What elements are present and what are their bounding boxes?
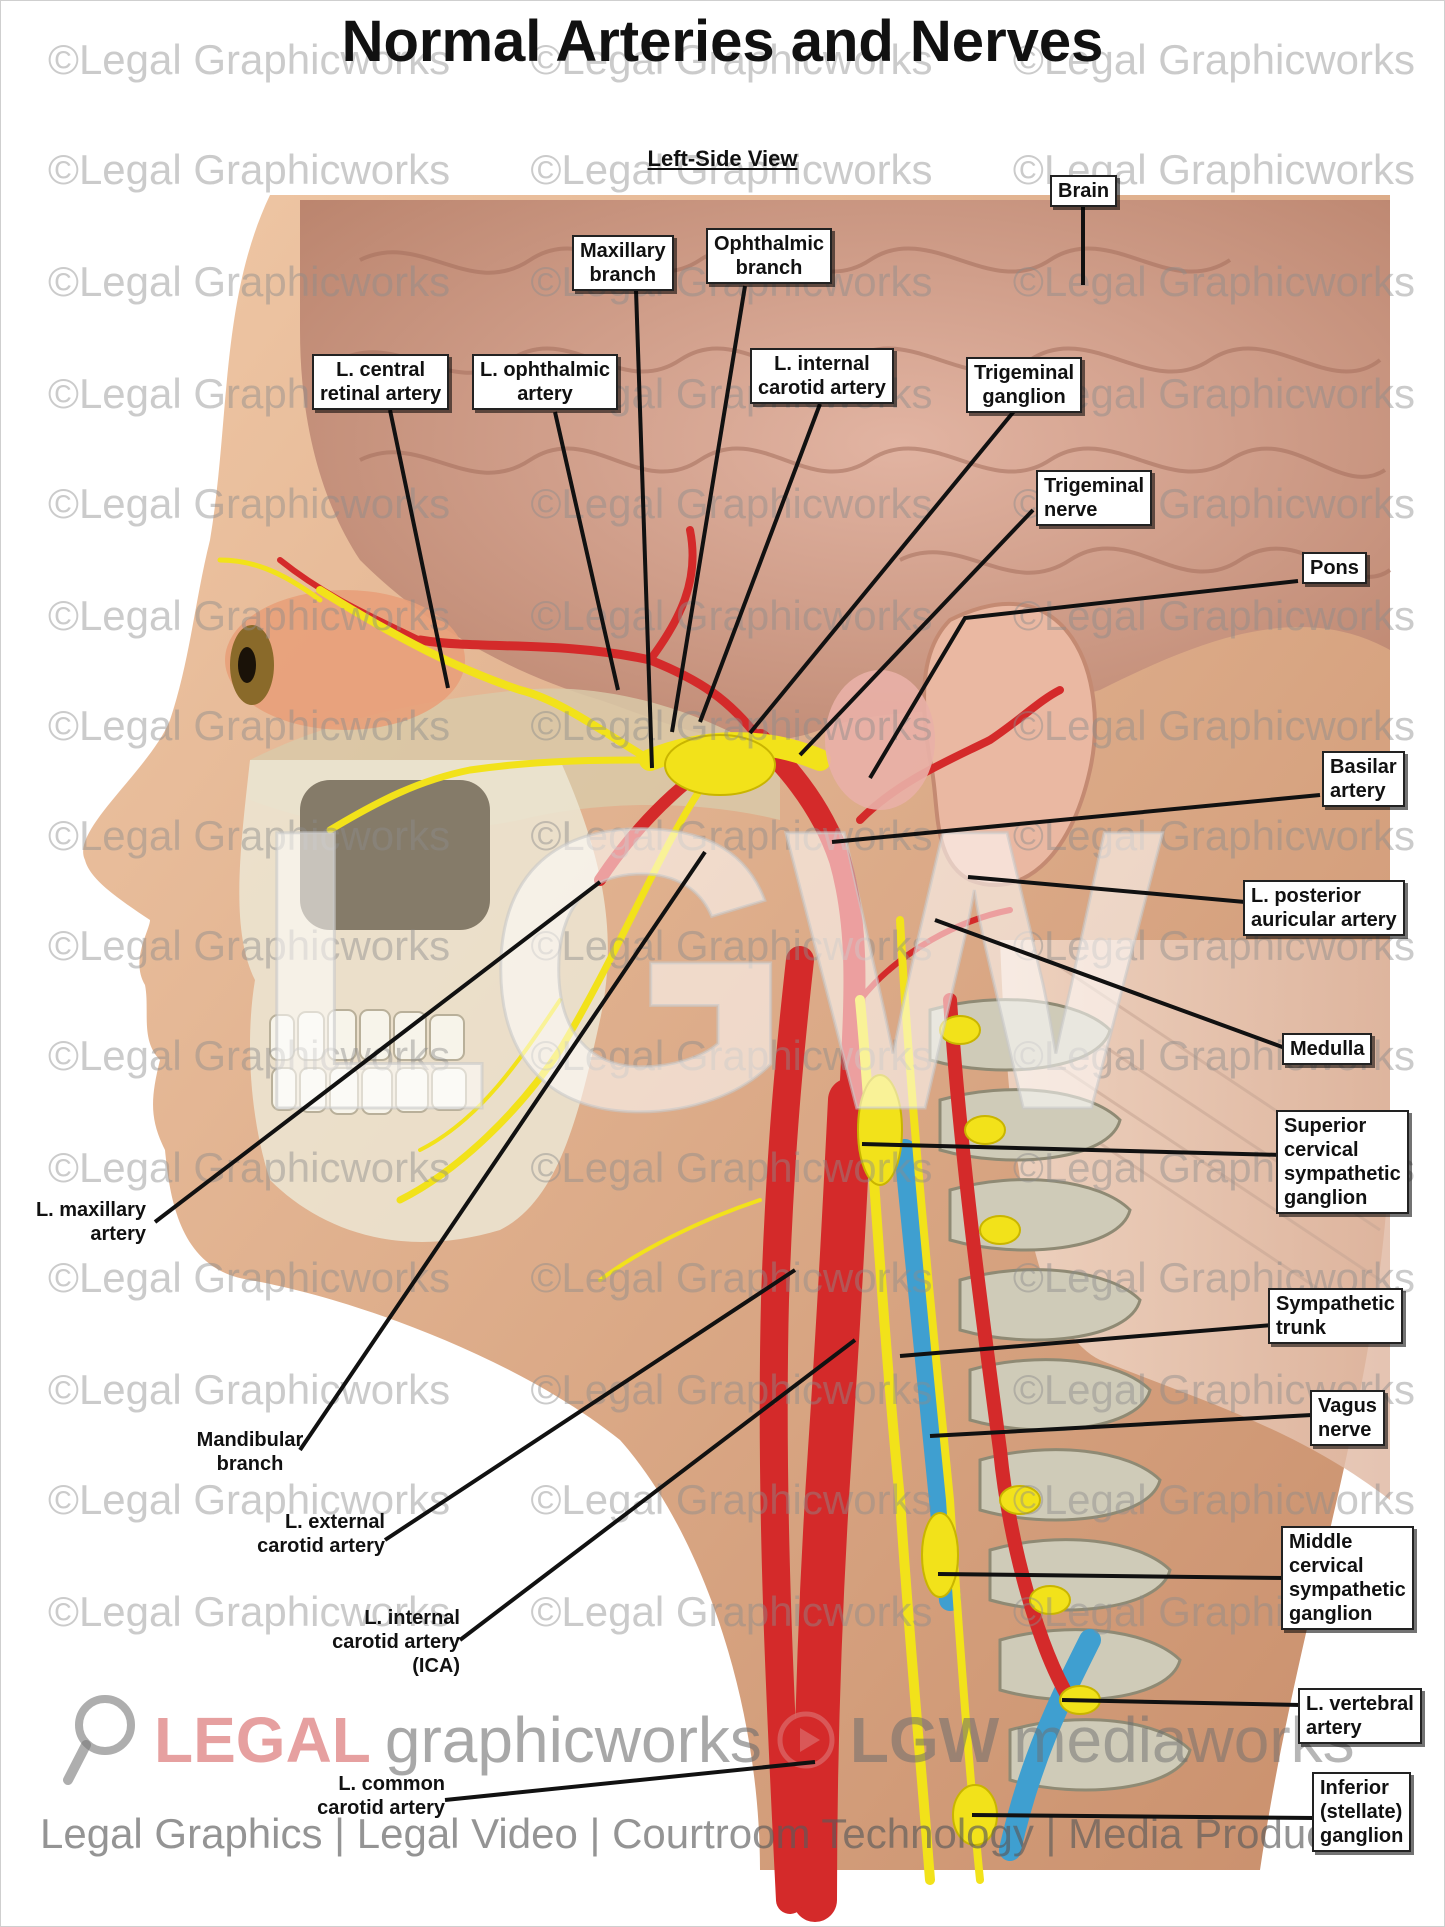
label-inferior-stellate-ganglion: Inferior(stellate)ganglion — [1312, 1772, 1412, 1852]
neck-muscles — [1000, 940, 1390, 1500]
label-pons: Pons — [1302, 552, 1367, 584]
page-title: Normal Arteries and Nerves — [341, 9, 1104, 74]
ganglia — [664, 734, 1101, 1846]
pupil — [238, 647, 256, 683]
label-brain: Brain — [1050, 175, 1118, 207]
pons-region — [825, 670, 935, 810]
sinus — [300, 780, 490, 930]
label-medulla: Medulla — [1282, 1033, 1373, 1065]
view-subtitle: Left-Side View — [647, 146, 798, 171]
